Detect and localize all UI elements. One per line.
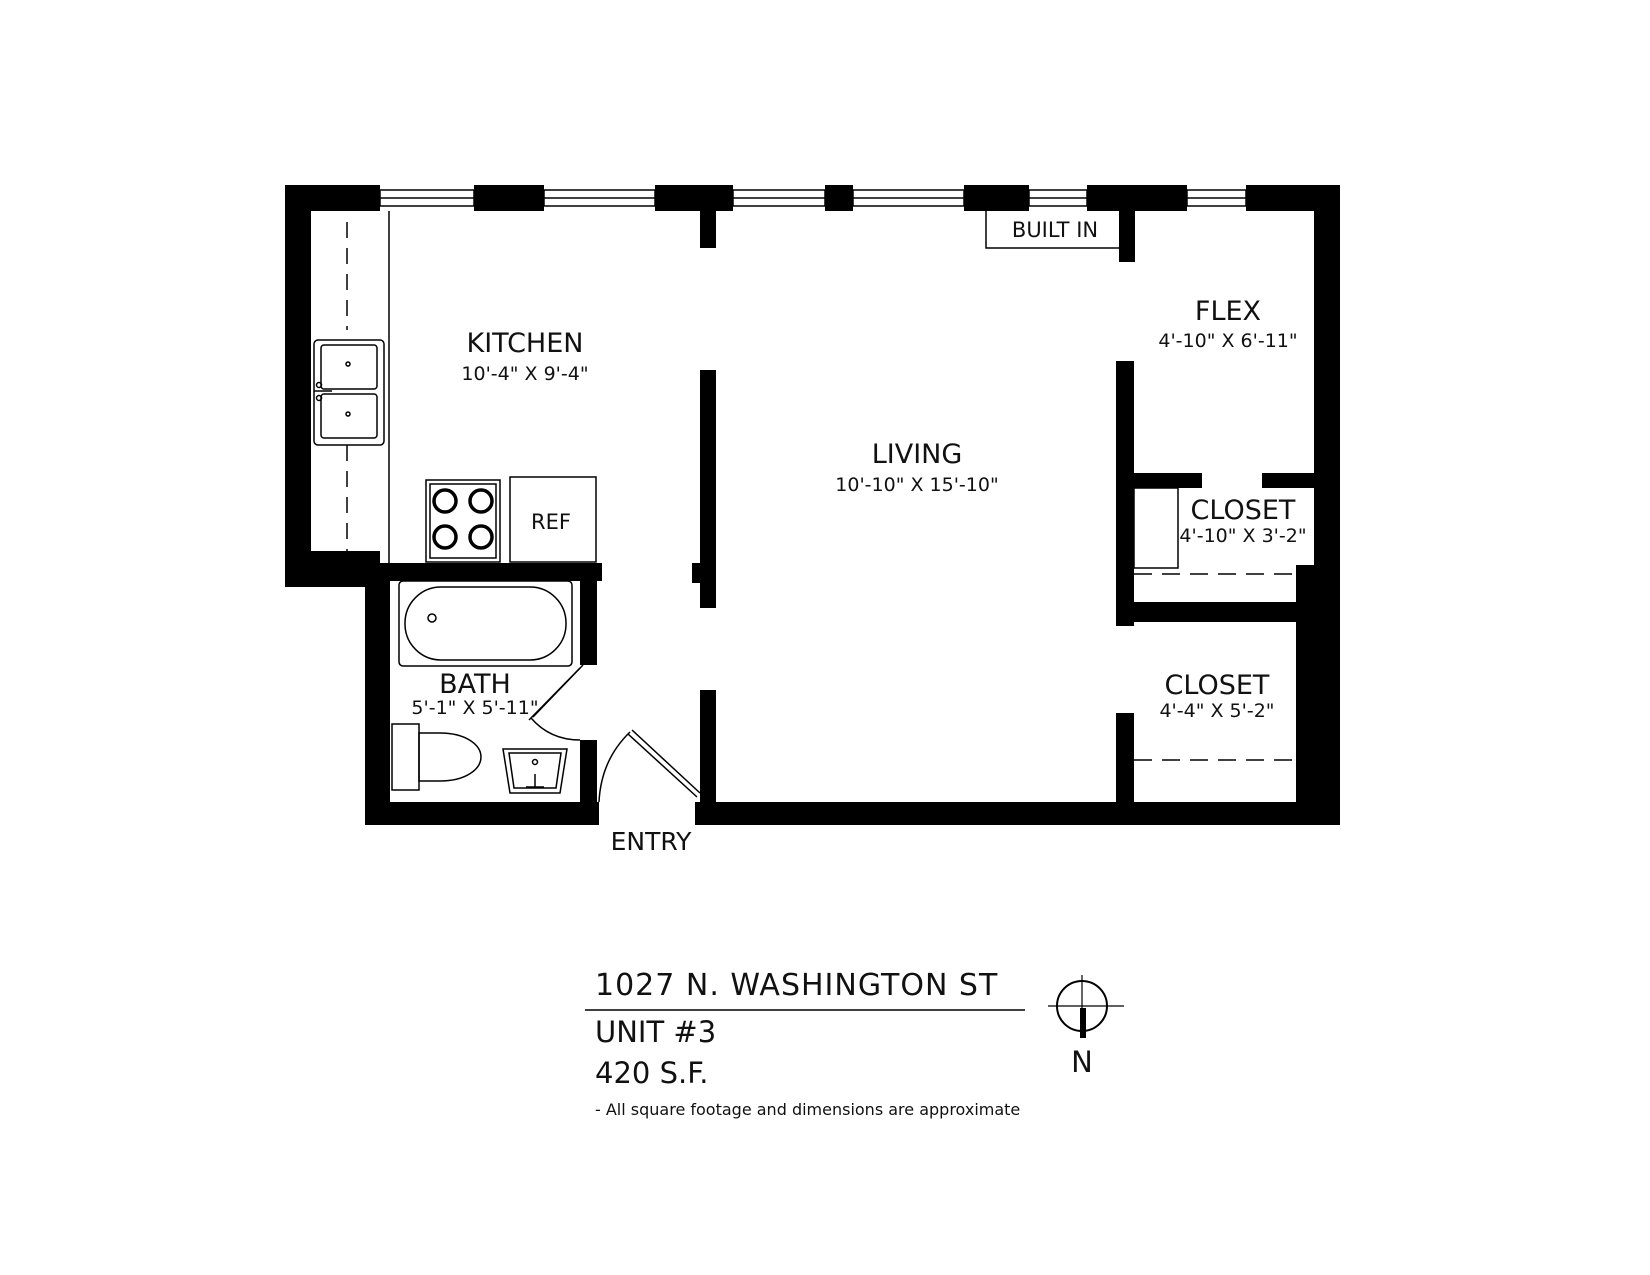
window-6	[1186, 189, 1247, 207]
window-5	[1028, 189, 1088, 207]
window-1	[379, 189, 475, 207]
stove	[425, 479, 501, 563]
walls	[285, 185, 1340, 825]
bath-dims: 5'-1" X 5'-11"	[411, 697, 538, 719]
kitchen-label: KITCHEN	[467, 328, 584, 359]
bathtub	[398, 580, 573, 667]
toilet	[391, 723, 482, 791]
unit-number: UNIT #3	[595, 1015, 716, 1049]
kitchen-sink	[313, 339, 385, 446]
windows	[379, 189, 1247, 207]
flex-label: FLEX	[1195, 296, 1261, 327]
entry-door	[598, 729, 701, 803]
north-label: N	[1071, 1045, 1093, 1079]
closet-details	[1133, 487, 1296, 761]
refrigerator: REF	[509, 476, 597, 563]
address: 1027 N. WASHINGTON ST	[595, 968, 998, 1003]
living-label: LIVING	[872, 439, 963, 470]
bath-sink	[502, 748, 568, 794]
window-2	[543, 189, 656, 207]
closet-1-dims: 4'-10" X 3'-2"	[1179, 525, 1306, 547]
closet-2-dims: 4'-4" X 5'-2"	[1159, 700, 1274, 722]
built-in-label: BUILT IN	[1012, 218, 1098, 242]
ref-label: REF	[531, 510, 571, 534]
bath-door-swing	[528, 664, 584, 741]
kitchen-dims: 10'-4" X 9'-4"	[461, 363, 588, 385]
closet-1-label: CLOSET	[1191, 495, 1296, 526]
window-4	[852, 189, 965, 207]
window-3	[732, 189, 826, 207]
bath-label: BATH	[439, 669, 511, 700]
living-dims: 10'-10" X 15'-10"	[835, 474, 998, 496]
kitchen-counter	[346, 211, 390, 563]
flex-dims: 4'-10" X 6'-11"	[1158, 330, 1297, 352]
disclaimer-note: - All square footage and dimensions are …	[595, 1100, 1020, 1119]
closet-2-label: CLOSET	[1165, 670, 1270, 701]
square-footage: 420 S.F.	[595, 1056, 708, 1090]
built-in: BUILT IN	[985, 211, 1119, 249]
entry-label: ENTRY	[611, 827, 693, 856]
north-arrow-icon	[1048, 975, 1124, 1038]
